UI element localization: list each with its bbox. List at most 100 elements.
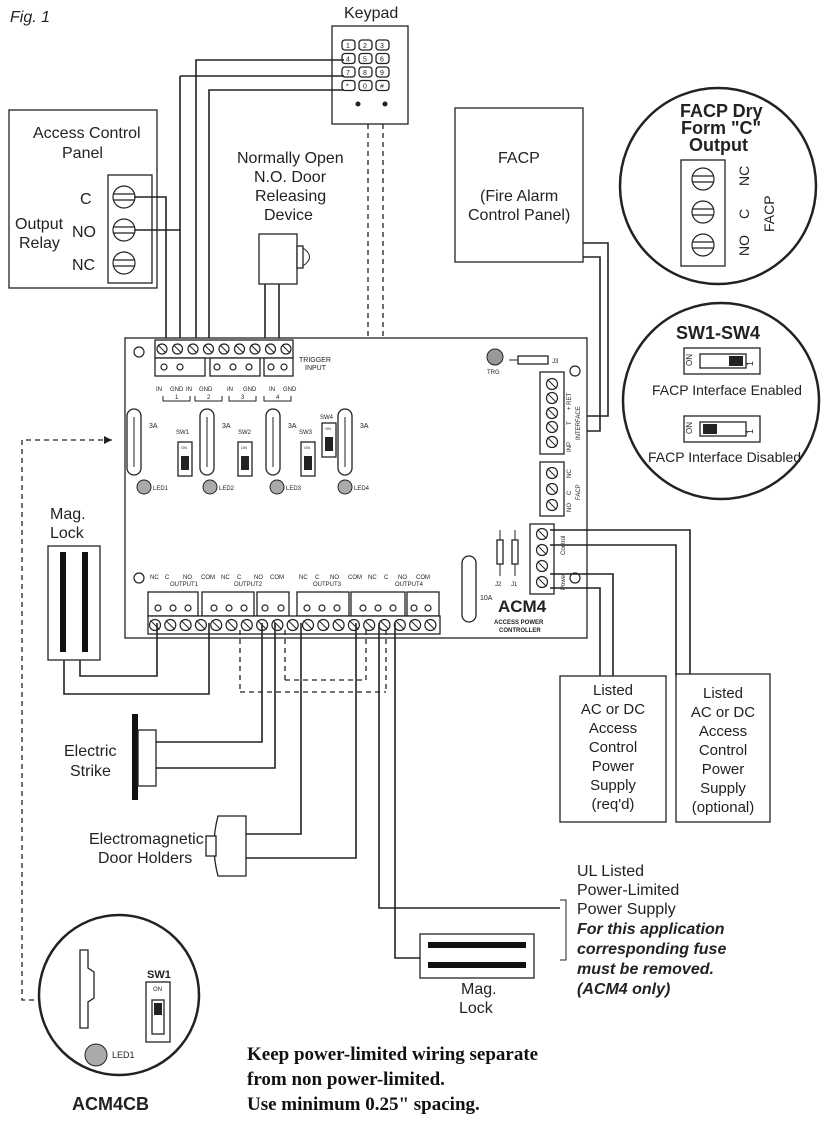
facp-dry-c: C	[736, 209, 752, 219]
svg-text:For this application: For this application	[577, 921, 725, 938]
trigger-num: 1	[175, 395, 179, 401]
keypad-key-label: 9	[380, 70, 384, 77]
svg-text:C: C	[567, 490, 573, 495]
svg-text:ON: ON	[325, 426, 331, 431]
sw-enabled-label: FACP Interface Enabled	[652, 382, 802, 398]
svg-text:from non power-limited.: from non power-limited.	[247, 1069, 445, 1090]
facp-dry-callout: FACP Dry Form "C" Output NC C NO FACP	[618, 86, 818, 286]
keypad-key	[341, 52, 356, 65]
output-term: NO	[183, 575, 192, 581]
led	[337, 479, 353, 495]
output-term: COM	[416, 575, 430, 581]
svg-text:Lock: Lock	[459, 1000, 494, 1017]
svg-text:+ RET: + RET	[567, 392, 573, 410]
svg-text:1: 1	[745, 429, 755, 434]
fuse-label: 3A	[360, 423, 369, 430]
keypad-key	[341, 39, 356, 51]
keypad-key-label: 6	[380, 57, 384, 64]
output-term: NC	[299, 575, 308, 581]
output-term: NO	[398, 575, 407, 581]
svg-text:must be removed.: must be removed.	[577, 961, 714, 978]
psu-text: Listed	[703, 685, 743, 702]
svg-text:INPUT: INPUT	[305, 365, 327, 372]
acp-output-2: Relay	[19, 235, 60, 252]
svg-text:ON: ON	[153, 987, 162, 993]
keypad-key	[358, 39, 373, 51]
svg-text:CONTROLLER: CONTROLLER	[499, 628, 541, 634]
output-label: OUTPUT3	[313, 582, 342, 588]
svg-text:ON: ON	[181, 445, 187, 450]
svg-text:J2: J2	[495, 582, 502, 588]
svg-text:ON: ON	[685, 354, 694, 366]
wiring-power	[550, 529, 691, 676]
trigger-term: GND	[170, 387, 184, 393]
output-term: NC	[368, 575, 377, 581]
figure-label: Fig. 1	[10, 9, 50, 26]
keypad-key	[375, 66, 390, 78]
switch-label: SW1	[176, 430, 190, 436]
trg-label: TRG	[487, 370, 500, 376]
output-term: NC	[221, 575, 230, 581]
trigger-num: 4	[276, 395, 280, 401]
output-term: COM	[348, 575, 362, 581]
keypad-key-label: 3	[380, 43, 384, 50]
trigger-num: 2	[207, 395, 211, 401]
keypad-key-label: #	[380, 84, 384, 91]
svg-text:INP: INP	[567, 442, 573, 452]
svg-text:NC: NC	[567, 469, 573, 478]
keypad-key-label: 7	[346, 70, 350, 77]
svg-text:(ACM4 only): (ACM4 only)	[577, 981, 670, 998]
psu-text: Supply	[700, 780, 746, 797]
keypad-key-label: 1	[346, 43, 350, 50]
acp-term-c: C	[80, 191, 92, 208]
facp-dry-3: Output	[689, 135, 748, 155]
access-control-panel: Access Control Panel Output Relay C NO N…	[8, 109, 158, 289]
svg-text:Door Holders: Door Holders	[98, 850, 192, 867]
output-label: OUTPUT2	[234, 582, 263, 588]
output-term: NO	[330, 575, 339, 581]
keypad-key-label: 0	[363, 84, 367, 91]
output-term: NO	[254, 575, 263, 581]
sw-callout-title: SW1-SW4	[676, 323, 760, 343]
output-term: COM	[201, 575, 215, 581]
footer-note: Keep power-limited wiring separate from …	[247, 1044, 538, 1115]
facp-dry-1: FACP Dry	[680, 101, 763, 121]
svg-text:1: 1	[745, 361, 755, 366]
sw-callout: SW1-SW4 ON 1 FACP Interface Enabled ON 1…	[621, 301, 821, 501]
trigger-term: GND	[243, 387, 257, 393]
trigger-term: GND	[199, 387, 213, 393]
facp-panel: FACP (Fire Alarm Control Panel)	[454, 107, 584, 263]
psu-text: Power	[702, 761, 745, 778]
led	[269, 479, 285, 495]
keypad-key	[375, 79, 390, 92]
psu-text: AC or DC	[581, 701, 645, 718]
svg-text:J1: J1	[511, 582, 518, 588]
svg-text:UL Listed: UL Listed	[577, 863, 644, 880]
facp-dry-2: Form "C"	[681, 118, 761, 138]
fuse-label: 3A	[149, 423, 158, 430]
acp-term-nc: NC	[72, 257, 95, 274]
output-term: C	[237, 575, 242, 581]
door-line-4: Device	[264, 207, 313, 224]
switch-label: SW3	[299, 430, 313, 436]
svg-text:ACCESS POWER: ACCESS POWER	[494, 620, 544, 626]
facp-line-1: FACP	[498, 150, 540, 167]
keypad-key	[341, 79, 356, 92]
output-term: COM	[270, 575, 284, 581]
svg-text:corresponding fuse: corresponding fuse	[577, 941, 726, 958]
trigger-term: IN	[227, 387, 233, 393]
acp-title-2: Panel	[62, 145, 103, 162]
switch-label: SW2	[238, 430, 252, 436]
svg-text:ON: ON	[304, 445, 310, 450]
mag-lock-left: Mag. Lock	[47, 506, 101, 661]
led-label: LED1	[153, 486, 169, 492]
trigger-term: GND	[283, 387, 297, 393]
board-model: ACM4	[498, 597, 547, 616]
svg-text:LED1: LED1	[112, 1050, 135, 1060]
svg-text:Lock: Lock	[50, 525, 85, 542]
trigger-term: IN	[269, 387, 275, 393]
svg-text:Power Supply: Power Supply	[577, 901, 676, 918]
keypad-key-label: 5	[363, 57, 367, 64]
